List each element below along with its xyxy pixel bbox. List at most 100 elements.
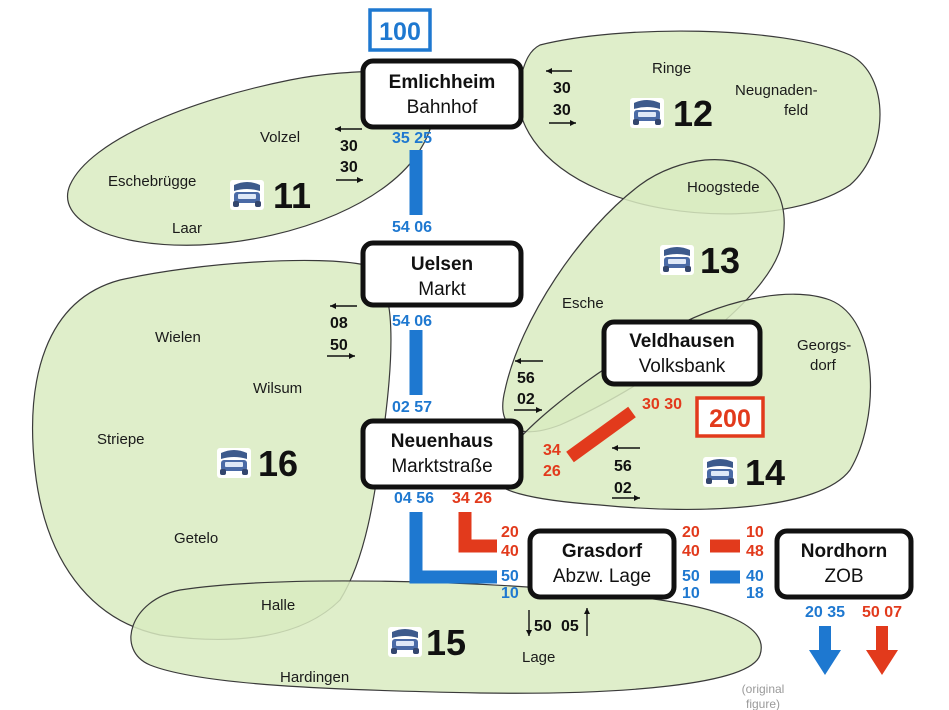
timetable-times: 50 07 [862,604,902,621]
place-label: Hardingen [280,669,349,686]
left-arrow-head [335,126,341,132]
stop-name: Grasdorf [562,541,643,562]
timetable-times: 40 [682,543,700,560]
timetable-times: 04 56 [394,490,434,507]
timetable-times: 20 [682,524,700,541]
zone-11-area [67,68,436,246]
phone-bus-icon [230,180,264,210]
place-label: Wilsum [253,380,302,397]
route-100-segment-neuenhaus-grasdorf [409,512,497,584]
feeder-time: 50 [534,618,552,635]
feeder-time: 02 [614,480,632,497]
timetable-times: 34 26 [452,490,492,507]
stop-name: Nordhorn [801,541,888,562]
zone-number: 13 [700,240,740,281]
timetable-times: 20 [501,524,519,541]
feeder-time: 30 [553,80,571,97]
stop-subtitle: Marktstraße [391,456,492,477]
stop-subtitle: Markt [418,279,466,300]
zone-number: 16 [258,443,298,484]
red-down-arrow-icon [866,626,898,675]
zone-number: 12 [673,93,713,134]
right-arrow-head [634,495,640,501]
left-arrow-head [515,358,521,364]
timetable-times: 34 [543,442,561,459]
timetable-times: 18 [746,585,764,602]
place-label: Ringe [652,60,691,77]
place-label: Hoogstede [687,179,760,196]
place-label: Striepe [97,431,145,448]
feeder-time: 50 [330,337,348,354]
down-arrow-head [526,630,532,636]
phone-bus-icon [630,98,664,128]
stop-name: Emlichheim [389,72,496,93]
stop-subtitle: Volksbank [639,356,726,377]
place-label: Esche [562,295,604,312]
timetable-times: 35 25 [392,130,432,147]
route-200-segment-neuenhaus-veldhausen [566,406,636,463]
stop-nordhorn [774,528,914,600]
place-label: Georgs- [797,337,851,354]
left-arrow-head [330,303,336,309]
place-label: Getelo [174,530,218,547]
left-arrow-head [612,445,618,451]
phone-bus-icon [217,448,251,478]
feeder-time: 56 [517,370,535,387]
timetable-times: 40 [746,568,764,585]
feeder-time: 05 [561,618,579,635]
stop-subtitle: ZOB [824,566,863,587]
place-label: Volzel [260,129,300,146]
stop-uelsen [360,240,524,308]
stop-grasdorf [527,528,677,600]
stop-subtitle: Abzw. Lage [553,566,651,587]
place-label: Lage [522,649,555,666]
stop-veldhausen [601,319,763,387]
timetable-times: 10 [682,585,700,602]
timetable-times: 40 [501,543,519,560]
timetable-times: 10 [746,524,764,541]
route-200-badge [695,396,765,438]
timetable-times: 50 [682,568,700,585]
stop-name: Neuenhaus [391,431,493,452]
stop-neuenhaus [360,418,524,490]
route-200-segment-neuenhaus-grasdorf [458,512,497,553]
right-arrow-head [357,177,363,183]
place-label: feld [784,102,808,119]
route-100-badge [368,8,432,52]
blue-down-arrow-icon [809,626,841,675]
route-200-number: 200 [709,405,751,433]
place-label: Halle [261,597,295,614]
feeder-time: 30 [340,138,358,155]
timetable-times: 54 06 [392,219,432,236]
footer-note: figure) [746,697,780,710]
stop-name: Uelsen [411,254,473,275]
timetable-times: 48 [746,543,764,560]
left-arrow-head [546,68,552,74]
place-label: dorf [810,357,837,374]
timetable-times: 20 35 [805,604,845,621]
timetable-times: 26 [543,463,561,480]
right-arrow-head [536,407,542,413]
right-arrow-head [570,120,576,126]
feeder-time: 30 [553,102,571,119]
place-label: Neugnaden- [735,82,818,99]
footer-note: (original [742,682,785,696]
feeder-time: 08 [330,315,348,332]
stop-subtitle: Bahnhof [407,97,479,118]
zone-number: 15 [426,622,466,663]
feeder-time: 56 [614,458,632,475]
timetable-times: 10 [501,585,519,602]
zone-number: 11 [273,175,311,216]
place-label: Eschebrügge [108,173,196,190]
stop-emlichheim [360,58,524,130]
route-100-number: 100 [379,18,421,46]
feeder-time: 02 [517,391,535,408]
phone-bus-icon [660,245,694,275]
phone-bus-icon [703,457,737,487]
timetable-times: 54 06 [392,313,432,330]
timetable-times: 50 [501,568,519,585]
stop-name: Veldhausen [629,331,735,352]
feeder-time: 30 [340,159,358,176]
zone-number: 14 [745,452,785,493]
